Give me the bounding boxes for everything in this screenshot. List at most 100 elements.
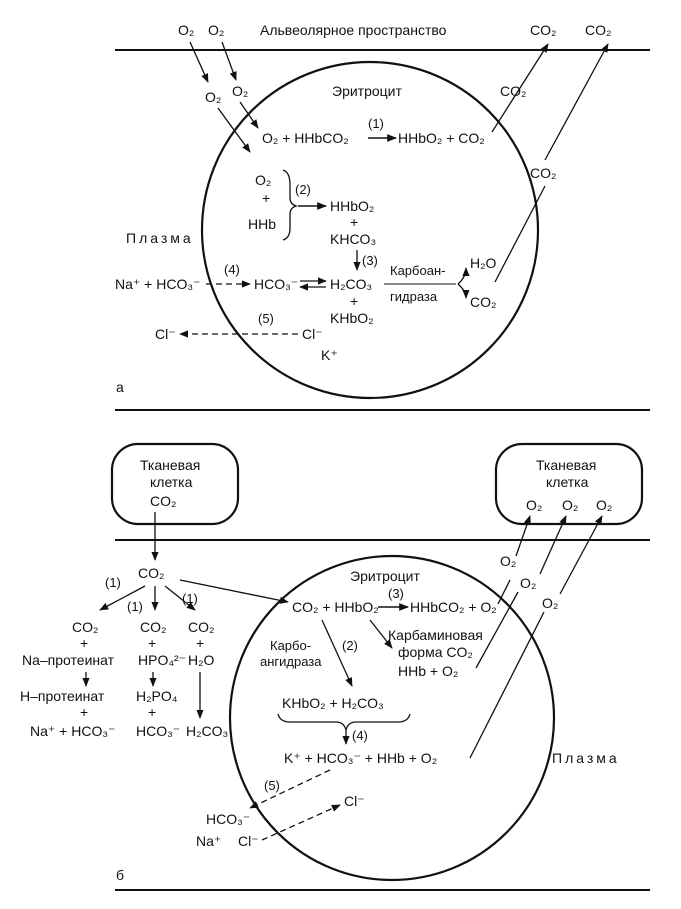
- col1-na-hco3: Na⁺ + HCO₃⁻: [30, 723, 115, 739]
- o2-arrow-1: [189, 41, 209, 83]
- num-1b: (1): [127, 599, 143, 614]
- hhbo2-a: HHbO₂: [330, 198, 374, 214]
- plus-2-a: +: [350, 214, 358, 230]
- o2-arrow-4: [239, 101, 259, 129]
- panel-b-letter: б: [116, 867, 124, 883]
- co2-exit-line-3: [494, 185, 546, 283]
- reaction-2-number-a: (2): [295, 182, 311, 197]
- co2-right-1: CO₂: [500, 83, 526, 99]
- plus-1-a: +: [262, 190, 270, 206]
- col1-plus-2: +: [80, 704, 88, 720]
- col1-h-proteinate: H–протеинат: [20, 688, 105, 704]
- col2-hpo4: HPO₄²⁻: [138, 652, 186, 668]
- cl-out-a: Cl⁻: [155, 326, 176, 342]
- o2-out-1: O₂: [500, 553, 516, 569]
- o2-cell-1: O₂: [526, 497, 542, 513]
- cl-in-a: Cl⁻: [302, 326, 323, 342]
- hco3-out-b: HCO₃⁻: [206, 811, 250, 827]
- cl-out-b: Cl⁻: [344, 793, 365, 809]
- tissue-cell-right-line1: Тканевая: [536, 457, 596, 473]
- o2-exit-1b: [515, 515, 531, 557]
- col2-h2po4: H₂PO₄: [136, 688, 178, 704]
- o2-inner: O₂: [255, 172, 271, 188]
- o2-mid-right: O₂: [232, 83, 248, 99]
- erythrocyte-a: [200, 60, 540, 400]
- o2-arrow-2: [221, 41, 237, 81]
- enzyme-split-arrow-a: [457, 267, 470, 285]
- num-1c: (1): [182, 591, 198, 606]
- khbo2-a: KHbO₂: [330, 310, 374, 326]
- reaction-1-number: (1): [368, 116, 384, 131]
- col1-plus: +: [80, 635, 88, 651]
- h2co3-a: H₂CO₃: [330, 276, 372, 292]
- plasma-label-b: Плазма: [552, 750, 620, 766]
- carbamino-arrow: [369, 619, 393, 649]
- panel-a: Альвеолярное пространство O₂ O₂ CO₂ CO₂ …: [115, 22, 650, 411]
- reaction-3-number-a: (3): [362, 253, 378, 268]
- carbo-label-2-a: гидраза: [390, 289, 438, 304]
- branch-arrow-1: [99, 585, 146, 611]
- col3-h2o: H₂O: [188, 652, 215, 668]
- o2-exit-3b: [559, 515, 603, 595]
- carbamino-label-1: Карбаминовая: [388, 627, 483, 643]
- col2-plus-2: +: [148, 704, 156, 720]
- erythrocyte-label-a: Эритроцит: [332, 83, 402, 99]
- plus-3-a: +: [350, 293, 358, 309]
- reaction-5-number-b: (5): [264, 778, 280, 793]
- col2-co2: CO₂: [140, 619, 166, 635]
- co2-top-1: CO₂: [530, 22, 556, 38]
- col1-na-proteinate: Na–протеинат: [22, 652, 115, 668]
- co2-central: CO₂: [138, 565, 164, 581]
- tissue-co2: CO₂: [150, 493, 176, 509]
- branch-arrow-4: [179, 579, 289, 604]
- tissue-cell-right-line2: клетка: [546, 474, 589, 490]
- o2-out-3: O₂: [542, 595, 558, 611]
- brace-b: [277, 713, 411, 731]
- reaction-3-number-b: (3): [388, 586, 404, 601]
- num-1a: (1): [105, 575, 121, 590]
- reaction-3-products-b: HHbCO₂ + O₂: [410, 599, 497, 615]
- reaction-1-reactants: O₂ + HHbCO₂: [262, 130, 349, 146]
- co2-right-2: CO₂: [530, 165, 556, 181]
- alveolar-space-title: Альвеолярное пространство: [260, 22, 447, 38]
- col3-plus: +: [196, 635, 204, 651]
- enzyme-split-arrow-b: [457, 283, 470, 299]
- erythrocyte-label-b: Эритроцит: [350, 568, 420, 584]
- o2-exit-2b: [539, 515, 567, 575]
- reaction-2-arrow-b: [321, 619, 353, 687]
- reaction-4-number-b: (4): [352, 728, 368, 743]
- hhb-a: HHb: [248, 216, 276, 232]
- tissue-cell-left-line2: клетка: [150, 474, 193, 490]
- o2-cell-2: O₂: [562, 497, 578, 513]
- co2-exit-arrow-1: [491, 43, 549, 133]
- tissue-cell-right: [494, 442, 644, 526]
- reaction-5-number-a: (5): [258, 311, 274, 326]
- o2-top-1: O₂: [178, 22, 194, 38]
- reaction-2-number-b: (2): [342, 638, 358, 653]
- carbo-label-2-b: ангидраза: [260, 654, 322, 669]
- col3-h2co3: H₂CO₃: [186, 723, 228, 739]
- carbo-label-1-a: Карбоан-: [390, 263, 445, 278]
- erythrocyte-b: [228, 554, 556, 882]
- o2-exit-1: [497, 579, 511, 605]
- na-out-b: Na⁺: [196, 833, 221, 849]
- panel-a-letter: а: [116, 379, 124, 395]
- na-hco3-a: Na⁺ + HCO₃⁻: [115, 276, 200, 292]
- carbamino-label-2: форма CO₂: [398, 644, 473, 660]
- reaction-4-number-a: (4): [224, 262, 240, 277]
- col2-hco3: HCO₃⁻: [136, 723, 180, 739]
- h2o-a: H₂O: [470, 255, 497, 271]
- khbo2-h2co3-b: KHbO₂ + H₂CO₃: [282, 695, 384, 711]
- tissue-cell-left: [110, 442, 240, 526]
- hco3-inner-a: HCO₃⁻: [254, 276, 298, 292]
- k-plus-a: K⁺: [321, 347, 338, 363]
- co2-top-2: CO₂: [585, 22, 611, 38]
- k-hco3-b: K⁺ + HCO₃⁻ + HHb + O₂: [284, 750, 437, 766]
- col2-plus: +: [148, 635, 156, 651]
- tissue-cell-left-line1: Тканевая: [140, 457, 200, 473]
- col3-co2: CO₂: [188, 619, 214, 635]
- co2-enzyme-a: CO₂: [470, 294, 496, 310]
- reaction-1-products: HHbO₂ + CO₂: [398, 130, 485, 146]
